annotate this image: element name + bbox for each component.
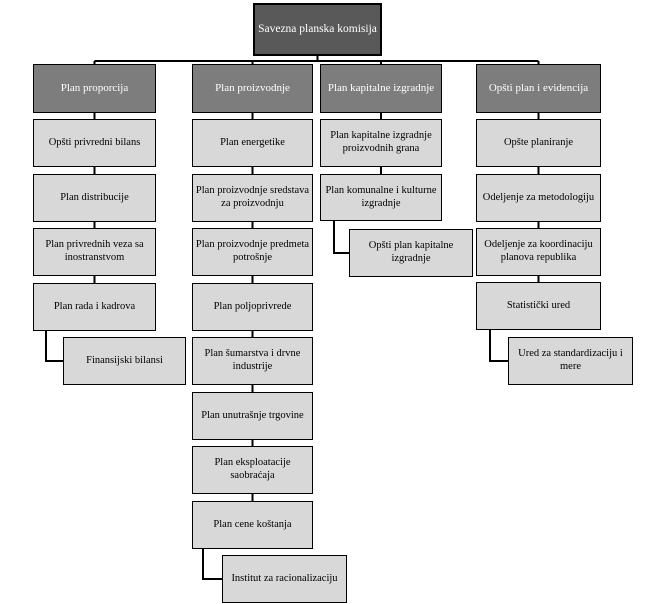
column-header-plan-proporcija: Plan proporcija [33, 64, 156, 113]
org-box-plan-cene-kostanja: Plan cene koštanja [192, 501, 313, 549]
org-box-plan-predmeta-potrosnje: Plan proizvodnje predmeta potrošnje [192, 228, 313, 276]
org-box-plan-energetike: Plan energetike [192, 119, 313, 167]
org-box-odeljenje-za-metodologiju: Odeljenje za metodologiju [476, 174, 601, 222]
org-box-plan-sumarstva: Plan šumarstva i drvne industrije [192, 337, 313, 385]
column-header-plan-kapitalne-izgradnje: Plan kapitalne izgradnje [320, 64, 442, 113]
org-box-plan-sredstava-za-proizvodnju: Plan proizvodnje sredstava za proizvodnj… [192, 174, 313, 222]
org-box-opste-planiranje: Opšte planiranje [476, 119, 601, 167]
org-box-plan-rada-i-kadrova: Plan rada i kadrova [33, 283, 156, 331]
org-box-opsti-privredni-bilans: Opšti privredni bilans [33, 119, 156, 167]
org-box-plan-privrednih-veza: Plan privrednih veza sa inostranstvom [33, 228, 156, 276]
sub-box-opsti-plan-kapitalne-izgradnje: Opšti plan kapitalne izgradnje [349, 229, 473, 277]
org-box-komunalne-i-kulturne-izgradnje: Plan komunalne i kulturne izgradnje [320, 174, 442, 221]
org-box-plan-eksploatacije-saobracaja: Plan eksploatacije saobraćaja [192, 446, 313, 494]
org-box-odeljenje-za-koordinaciju: Odeljenje za koordinaciju planova republ… [476, 228, 601, 276]
column-header-opsti-plan-i-evidencija: Opšti plan i evidencija [476, 64, 601, 113]
org-box-kapitalne-izgradnje-proizvodnih-grana: Plan kapitalne izgradnje proizvodnih gra… [320, 119, 442, 167]
sub-box-ured-za-standardizaciju: Ured za standardizaciju i mere [508, 337, 633, 385]
sub-box-finansijski-bilansi: Finansijski bilansi [63, 337, 186, 385]
org-box-plan-unutrasnje-trgovine: Plan unutrašnje trgovine [192, 392, 313, 440]
column-header-plan-proizvodnje: Plan proizvodnje [192, 64, 313, 113]
root-box: Savezna planska komisija [253, 3, 382, 56]
org-box-plan-distribucije: Plan distribucije [33, 174, 156, 222]
org-box-statisticki-ured: Statistički ured [476, 282, 601, 330]
sub-box-institut-za-racionalizaciju: Institut za racionalizaciju [222, 555, 347, 603]
org-box-plan-poljoprivrede: Plan poljoprivrede [192, 283, 313, 331]
